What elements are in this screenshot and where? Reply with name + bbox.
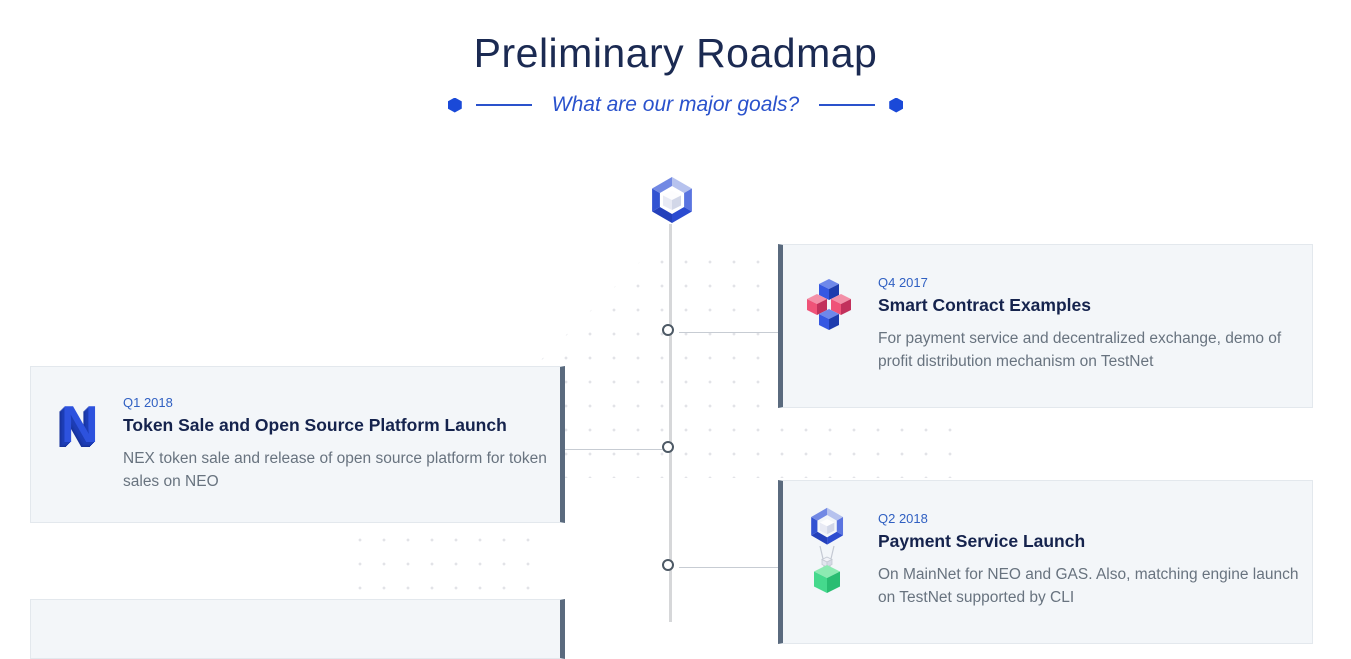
- quarter-label: Q1 2018: [123, 395, 173, 410]
- card-description: On MainNet for NEO and GAS. Also, matchi…: [878, 566, 1299, 607]
- subtitle-row: What are our major goals?: [0, 93, 1351, 117]
- timeline-spine: [669, 224, 672, 622]
- timeline-node: [662, 559, 674, 571]
- subtitle-line-left: [475, 104, 532, 106]
- card-description: For payment service and decentralized ex…: [878, 330, 1282, 371]
- timeline-node: [662, 441, 674, 453]
- quarter-label: Q2 2018: [878, 511, 928, 526]
- nex-n-icon: N: [61, 396, 99, 454]
- connector-line: [565, 449, 662, 450]
- roadmap-card-q1-2018: N Q1 2018 Token Sale and Open Source Pla…: [30, 366, 565, 523]
- roadmap-card-partial: [30, 599, 565, 659]
- cubes-cluster-icon: [807, 279, 851, 330]
- connector-line: [679, 332, 778, 333]
- card-title: Token Sale and Open Source Platform Laun…: [123, 415, 507, 435]
- page-header: Preliminary Roadmap What are our major g…: [0, 0, 1351, 117]
- payment-flow-icon: [811, 507, 844, 593]
- roadmap-card-q4-2017: Q4 2017 Smart Contract Examples For paym…: [778, 244, 1313, 408]
- subtitle-line-right: [819, 104, 876, 106]
- hex-cube-icon: [652, 177, 692, 223]
- quarter-label: Q4 2017: [878, 275, 928, 290]
- card-description: NEX token sale and release of open sourc…: [123, 450, 547, 491]
- page-subtitle: What are our major goals?: [551, 93, 800, 116]
- card-title: Payment Service Launch: [878, 531, 1086, 551]
- card-title: Smart Contract Examples: [878, 295, 1091, 315]
- hexagon-bullet-icon: [447, 97, 462, 113]
- connector-line: [679, 567, 778, 568]
- roadmap-card-q2-2018: Q2 2018 Payment Service Launch On MainNe…: [778, 480, 1313, 644]
- page-title: Preliminary Roadmap: [473, 30, 878, 76]
- timeline-node: [662, 324, 674, 336]
- hexagon-bullet-icon: [889, 97, 904, 113]
- dot-grid-decoration: [348, 528, 548, 594]
